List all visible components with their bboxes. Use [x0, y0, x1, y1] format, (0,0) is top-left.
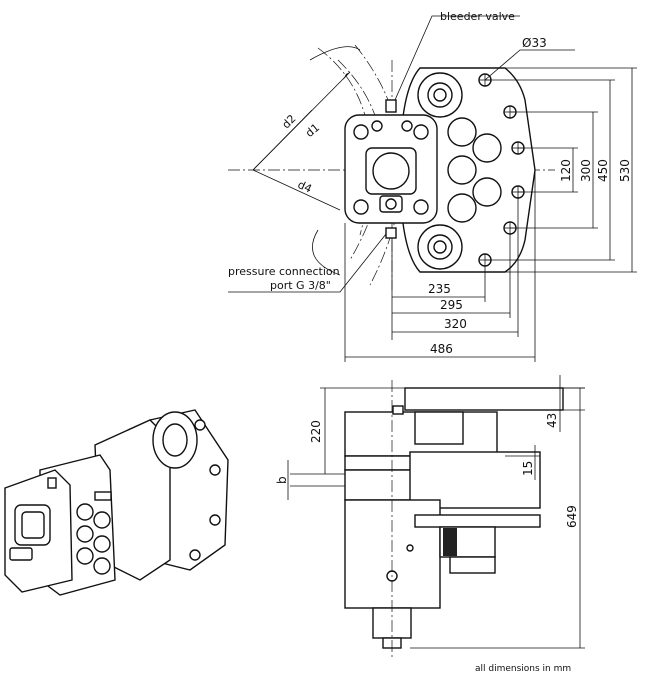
side-view: [290, 380, 564, 660]
label-bleeder-valve: bleeder valve: [440, 10, 515, 23]
top-view: d2 d1 d4: [228, 15, 575, 293]
label-pressure-2: port G 3/8": [270, 279, 331, 292]
label-d1: d1: [303, 121, 322, 140]
dim-300: 300: [579, 159, 593, 182]
dim-450: 450: [596, 159, 610, 182]
dim-235: 235: [428, 282, 451, 296]
dim-120: 120: [559, 159, 573, 182]
footer-note: all dimensions in mm: [475, 664, 571, 674]
label-b: b: [275, 476, 289, 484]
dim-43: 43: [545, 413, 559, 428]
mounting-plate: [404, 387, 564, 411]
label-d2: d2: [280, 112, 299, 131]
isometric-view: [4, 409, 229, 596]
dim-530: 530: [618, 159, 632, 182]
dim-649: 649: [565, 505, 579, 528]
dim-295: 295: [440, 298, 463, 312]
dim-220: 220: [309, 420, 323, 443]
label-pressure-1: pressure connection: [228, 265, 340, 278]
top-horizontal-dims: [344, 170, 536, 362]
dim-320: 320: [444, 317, 467, 331]
label-diameter: Ø33: [522, 36, 547, 50]
side-dims: [287, 375, 585, 649]
dim-15: 15: [521, 461, 535, 476]
label-d4: d4: [296, 178, 314, 196]
top-vertical-dims: [485, 67, 637, 273]
dim-486: 486: [430, 342, 453, 356]
